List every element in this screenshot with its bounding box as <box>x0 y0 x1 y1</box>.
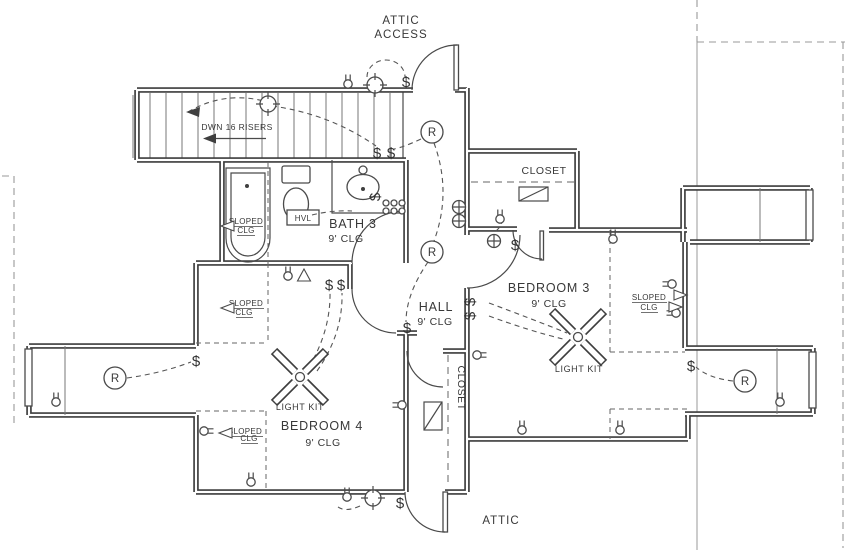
upper-closet-door-leaf <box>539 230 545 261</box>
svg-text:R: R <box>741 376 749 388</box>
sloped-ceiling-lines <box>196 162 688 490</box>
upper-closet-door-swing <box>512 229 543 260</box>
slope-arrow-icon <box>219 220 235 232</box>
room-label-hall: HALL <box>419 300 453 314</box>
electrical-symbols: R R R R $ $ $ $ $ $ $ $ $ $ $ $ $ <box>51 72 785 512</box>
switch-symbol: $ <box>462 297 479 306</box>
switch-symbol: $ <box>373 145 382 162</box>
hall-closet-door-swing <box>406 350 444 388</box>
bathroom-fixtures: HVL <box>225 160 404 263</box>
smoke-detector-icon <box>283 265 293 281</box>
window-right-dormer <box>808 351 817 409</box>
outlet-icon <box>517 419 527 435</box>
ceiling-height-bath3: 9' CLG <box>328 233 363 245</box>
sloped-clg-label: CLG <box>240 434 257 443</box>
ceiling-light-icon <box>486 233 502 249</box>
toilet-tag: HVL <box>295 214 312 223</box>
switch-symbol: $ <box>511 237 520 254</box>
vanity-counter <box>331 160 404 214</box>
toilet-tank <box>281 165 311 184</box>
attic-access-door-leaf <box>453 44 460 91</box>
svg-text:R: R <box>111 373 119 385</box>
attic-label: ATTIC <box>482 515 519 527</box>
switch-symbol: $ <box>462 311 479 320</box>
switch-symbol: $ <box>192 353 201 370</box>
room-label-bath3: BATH 3 <box>329 217 377 231</box>
room-labels: ATTIC ACCESS BATH 3 9' CLG CLOSET BEDROO… <box>276 15 603 527</box>
room-label-closet-upper: CLOSET <box>521 165 566 177</box>
outlet-icon <box>199 426 215 436</box>
fan-tag-bedroom4: LIGHT KIT <box>276 402 324 412</box>
slope-arrow-icon <box>217 427 233 439</box>
sloped-clg-label: SLOPED <box>632 293 666 302</box>
bedroom4-door-swing <box>351 288 397 334</box>
switch-symbol: $ <box>403 320 412 337</box>
ceiling-height-bedroom3: 9' CLG <box>531 298 566 310</box>
outlet-icon <box>472 350 488 360</box>
closet-fittings <box>423 181 575 482</box>
slope-arrow-icon <box>673 289 689 301</box>
sloped-clg-label: CLG <box>235 308 252 317</box>
ceiling-light-icon <box>451 213 467 229</box>
switch-symbol: $ <box>337 277 346 294</box>
room-label-bedroom3: BEDROOM 3 <box>508 281 590 295</box>
attic-access-label: ACCESS <box>374 29 427 41</box>
outlet-icon <box>246 471 256 487</box>
outlet-icon <box>343 73 353 89</box>
room-label-closet-hall: CLOSET <box>455 365 467 410</box>
sloped-clg-label: CLG <box>640 303 657 312</box>
attic-access-label: ATTIC <box>382 15 419 27</box>
sloped-clg-label: SLOPED <box>228 427 262 436</box>
recessed-light-icon: R <box>420 120 444 144</box>
attic-door-leaf <box>442 491 449 533</box>
bedroom3-door-swing <box>466 234 521 289</box>
outlet-icon <box>51 391 61 407</box>
ceiling-fan-icon <box>552 311 604 363</box>
outlet-icon <box>615 419 625 435</box>
outlet-icon <box>391 400 407 410</box>
fan-tag-bedroom3: LIGHT KIT <box>555 364 603 374</box>
sloped-clg-label: SLOPED <box>229 299 263 308</box>
closet-light-icon <box>495 208 505 224</box>
slope-arrow-icon <box>668 301 684 313</box>
attic-door-swing <box>404 491 446 533</box>
switch-symbol: $ <box>325 277 334 294</box>
bathtub <box>225 167 271 263</box>
recessed-light-icon: R <box>733 369 757 393</box>
closet-shelf-upper <box>518 186 549 202</box>
switch-symbol: $ <box>402 74 411 91</box>
doors <box>351 44 545 533</box>
switch-symbol: $ <box>387 145 396 162</box>
electrical-wiring <box>126 59 734 511</box>
room-label-bedroom4: BEDROOM 4 <box>281 419 363 433</box>
thermostat-triangle-icon <box>296 267 312 282</box>
ceiling-light-icon <box>451 199 467 215</box>
sloped-clg-label: SLOPED <box>229 217 263 226</box>
ceiling-light-icon <box>255 91 281 117</box>
sloped-ceiling-labels: SLOPED CLG SLOPED CLG SLOPED CLG SLOPED … <box>217 217 689 444</box>
outlet-icon <box>661 279 677 289</box>
ceiling-height-bedroom4: 9' CLG <box>305 437 340 449</box>
windows <box>24 188 817 415</box>
walls <box>26 87 816 495</box>
window-left-dormer <box>24 348 33 407</box>
closet-shelf-hall <box>423 401 443 431</box>
recessed-light-icon: R <box>420 240 444 264</box>
recessed-light-icon: R <box>103 366 127 390</box>
svg-text:R: R <box>428 127 436 139</box>
svg-text:R: R <box>428 247 436 259</box>
staircase: DWN 16 RISERS <box>132 90 404 160</box>
switch-symbol: $ <box>687 358 696 375</box>
stairs-note: DWN 16 RISERS <box>201 122 272 132</box>
attic-access-door-swing <box>411 44 458 91</box>
sloped-clg-label: CLG <box>237 226 254 235</box>
switch-symbol: $ <box>396 495 405 512</box>
window-upper-dormer <box>805 189 814 241</box>
switch-symbol: $ <box>367 192 384 201</box>
slope-arrow-icon <box>219 302 235 314</box>
ceiling-height-hall: 9' CLG <box>417 316 452 328</box>
ceiling-fan-icon <box>274 351 326 403</box>
